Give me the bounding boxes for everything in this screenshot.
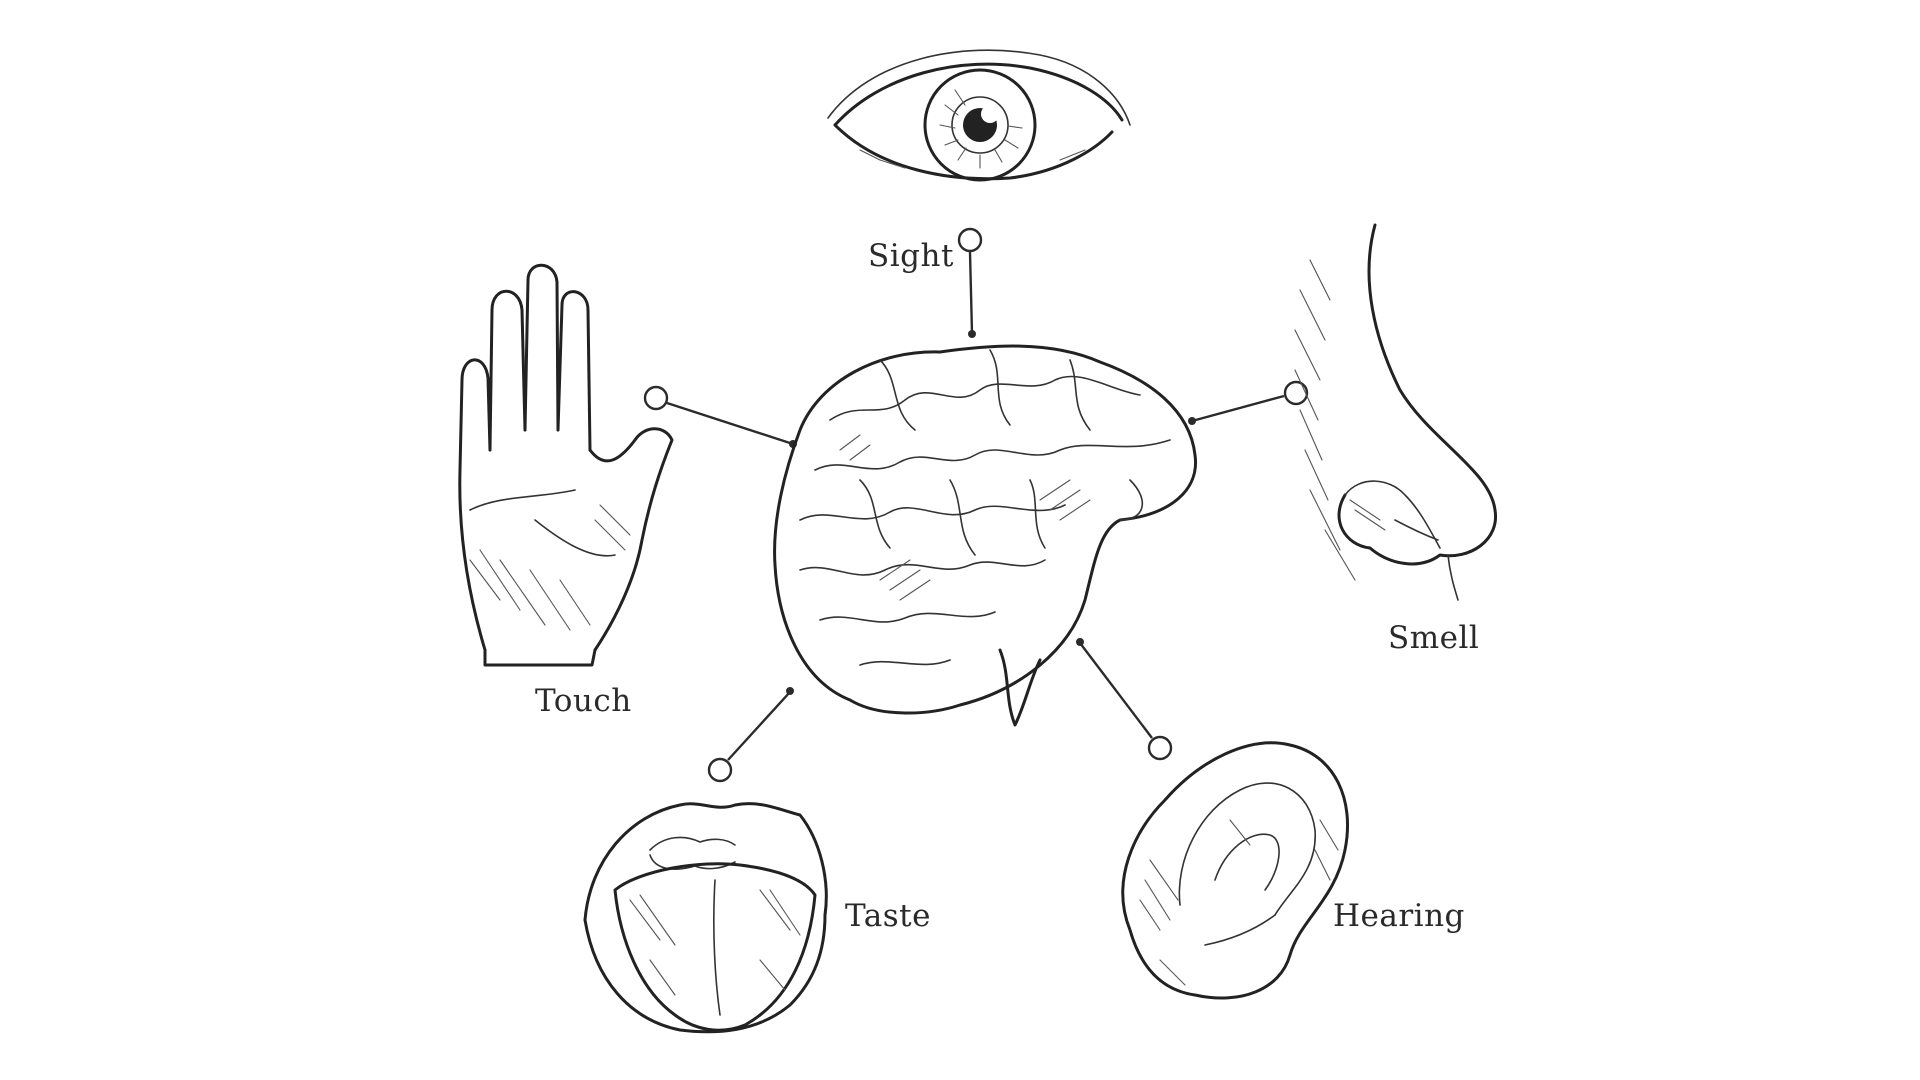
brain-icon xyxy=(773,344,1198,727)
eye-icon xyxy=(827,49,1131,182)
label-hearing: Hearing xyxy=(1333,898,1465,934)
connector-taste xyxy=(707,687,794,783)
label-smell: Smell xyxy=(1388,620,1480,656)
connector-hearing xyxy=(1076,638,1173,761)
label-touch: Touch xyxy=(535,683,632,719)
connector-smell xyxy=(1188,380,1309,425)
ear-icon xyxy=(1121,741,1350,1000)
mouth-icon xyxy=(583,802,828,1034)
hand-icon xyxy=(458,263,674,667)
label-sight: Sight xyxy=(868,238,954,274)
label-taste: Taste xyxy=(845,898,931,934)
nose-icon xyxy=(1294,223,1497,601)
connector-sight xyxy=(957,227,983,338)
connector-touch xyxy=(643,385,797,448)
